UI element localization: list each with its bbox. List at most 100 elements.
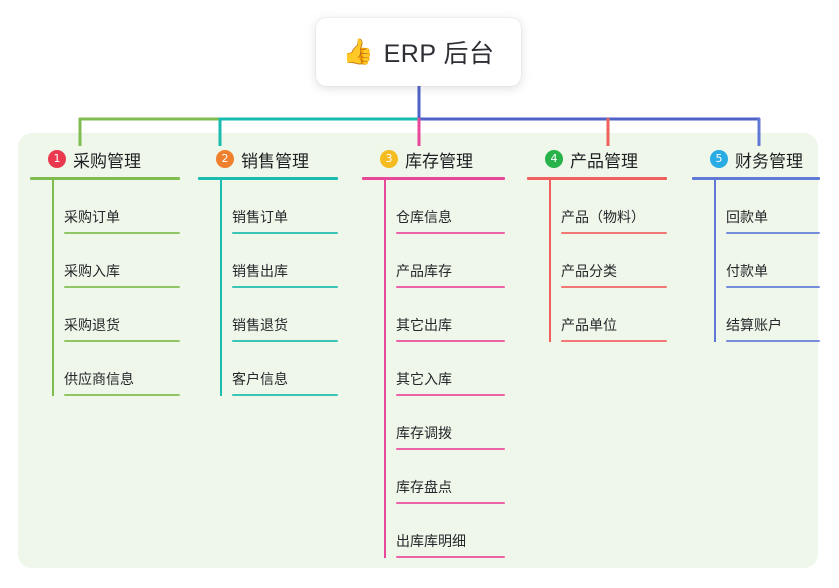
leaf-underline — [396, 556, 505, 558]
branch-spine — [714, 180, 716, 342]
leaf-label: 采购退货 — [64, 317, 120, 333]
leaf-label: 结算账户 — [726, 317, 782, 333]
leaf-item[interactable]: 其它出库 — [362, 288, 505, 342]
branch-spine — [220, 180, 222, 396]
leaf-label: 销售订单 — [232, 209, 288, 225]
branch-number-badge: 3 — [380, 150, 398, 168]
leaf-underline — [64, 394, 180, 396]
leaf-item[interactable]: 仓库信息 — [362, 180, 505, 234]
leaf-underline — [232, 340, 338, 342]
leaf-item[interactable]: 客户信息 — [198, 342, 338, 396]
leaf-label: 产品分类 — [561, 263, 617, 279]
branch-number-badge: 2 — [216, 150, 234, 168]
thumbs-up-emoji: 👍 — [342, 37, 374, 66]
leaf-label: 库存盘点 — [396, 479, 452, 495]
leaf-underline — [726, 286, 820, 288]
branch-number-badge: 5 — [710, 150, 728, 168]
leaf-item[interactable]: 其它入库 — [362, 342, 505, 396]
branch-underline — [527, 177, 667, 180]
leaf-item[interactable]: 产品分类 — [527, 234, 667, 288]
branch-column-3: 3 库存管理仓库信息产品库存其它出库其它入库库存调拨库存盘点出库库明细 — [362, 146, 505, 558]
leaf-underline — [64, 340, 180, 342]
leaf-item[interactable]: 采购入库 — [30, 234, 180, 288]
branch-spine — [52, 180, 54, 396]
leaf-underline — [726, 340, 820, 342]
leaf-underline — [561, 286, 667, 288]
branch-underline — [30, 177, 180, 180]
leaf-underline — [561, 340, 667, 342]
branch-leaf-list: 销售订单销售出库销售退货客户信息 — [198, 180, 338, 396]
page-title: ERP 后台 — [383, 40, 495, 68]
branch-spine — [549, 180, 551, 342]
leaf-item[interactable]: 采购退货 — [30, 288, 180, 342]
leaf-item[interactable]: 产品库存 — [362, 234, 505, 288]
leaf-underline — [561, 232, 667, 234]
leaf-label: 采购订单 — [64, 209, 120, 225]
leaf-underline — [726, 232, 820, 234]
leaf-label: 产品（物料） — [561, 209, 645, 225]
leaf-label: 库存调拨 — [396, 425, 452, 441]
leaf-underline — [396, 502, 505, 504]
leaf-item[interactable]: 销售退货 — [198, 288, 338, 342]
branch-header-2[interactable]: 2 销售管理 — [198, 146, 338, 172]
branch-header-3[interactable]: 3 库存管理 — [362, 146, 505, 172]
leaf-item[interactable]: 库存调拨 — [362, 396, 505, 450]
branch-leaf-list: 回款单付款单结算账户 — [692, 180, 820, 342]
leaf-underline — [232, 394, 338, 396]
leaf-item[interactable]: 出库库明细 — [362, 504, 505, 558]
leaf-underline — [64, 232, 180, 234]
leaf-item[interactable]: 销售订单 — [198, 180, 338, 234]
branch-label: 采购管理 — [73, 151, 141, 171]
branch-header-1[interactable]: 1 采购管理 — [30, 146, 180, 172]
branch-number-badge: 1 — [48, 150, 66, 168]
leaf-item[interactable]: 供应商信息 — [30, 342, 180, 396]
leaf-label: 采购入库 — [64, 263, 120, 279]
branch-label: 销售管理 — [241, 151, 309, 171]
branch-underline — [692, 177, 820, 180]
branch-leaf-list: 仓库信息产品库存其它出库其它入库库存调拨库存盘点出库库明细 — [362, 180, 505, 558]
branches-panel — [18, 133, 818, 568]
leaf-underline — [396, 232, 505, 234]
leaf-item[interactable]: 库存盘点 — [362, 450, 505, 504]
leaf-underline — [396, 394, 505, 396]
leaf-item[interactable]: 产品（物料） — [527, 180, 667, 234]
leaf-label: 付款单 — [726, 263, 768, 279]
leaf-label: 其它出库 — [396, 317, 452, 333]
leaf-underline — [64, 286, 180, 288]
branch-underline — [198, 177, 338, 180]
leaf-underline — [396, 340, 505, 342]
leaf-item[interactable]: 结算账户 — [692, 288, 820, 342]
leaf-item[interactable]: 回款单 — [692, 180, 820, 234]
leaf-item[interactable]: 产品单位 — [527, 288, 667, 342]
leaf-item[interactable]: 付款单 — [692, 234, 820, 288]
leaf-label: 产品库存 — [396, 263, 452, 279]
leaf-label: 产品单位 — [561, 317, 617, 333]
branch-number-badge: 4 — [545, 150, 563, 168]
branch-spine — [384, 180, 386, 558]
leaf-item[interactable]: 销售出库 — [198, 234, 338, 288]
leaf-label: 供应商信息 — [64, 371, 134, 387]
leaf-underline — [232, 232, 338, 234]
leaf-label: 销售退货 — [232, 317, 288, 333]
branch-column-2: 2 销售管理销售订单销售出库销售退货客户信息 — [198, 146, 338, 396]
leaf-underline — [396, 286, 505, 288]
branch-label: 库存管理 — [405, 151, 473, 171]
branch-leaf-list: 采购订单采购入库采购退货供应商信息 — [30, 180, 180, 396]
branch-leaf-list: 产品（物料） 产品分类产品单位 — [527, 180, 667, 342]
leaf-item[interactable]: 采购订单 — [30, 180, 180, 234]
leaf-label: 仓库信息 — [396, 209, 452, 225]
leaf-label: 客户信息 — [232, 371, 288, 387]
branch-column-1: 1 采购管理采购订单采购入库采购退货供应商信息 — [30, 146, 180, 396]
root-node[interactable]: 👍 ERP 后台 — [316, 18, 521, 86]
leaf-label: 回款单 — [726, 209, 768, 225]
leaf-underline — [396, 448, 505, 450]
leaf-label: 销售出库 — [232, 263, 288, 279]
leaf-label: 其它入库 — [396, 371, 452, 387]
leaf-label: 出库库明细 — [396, 533, 466, 549]
branch-underline — [362, 177, 505, 180]
